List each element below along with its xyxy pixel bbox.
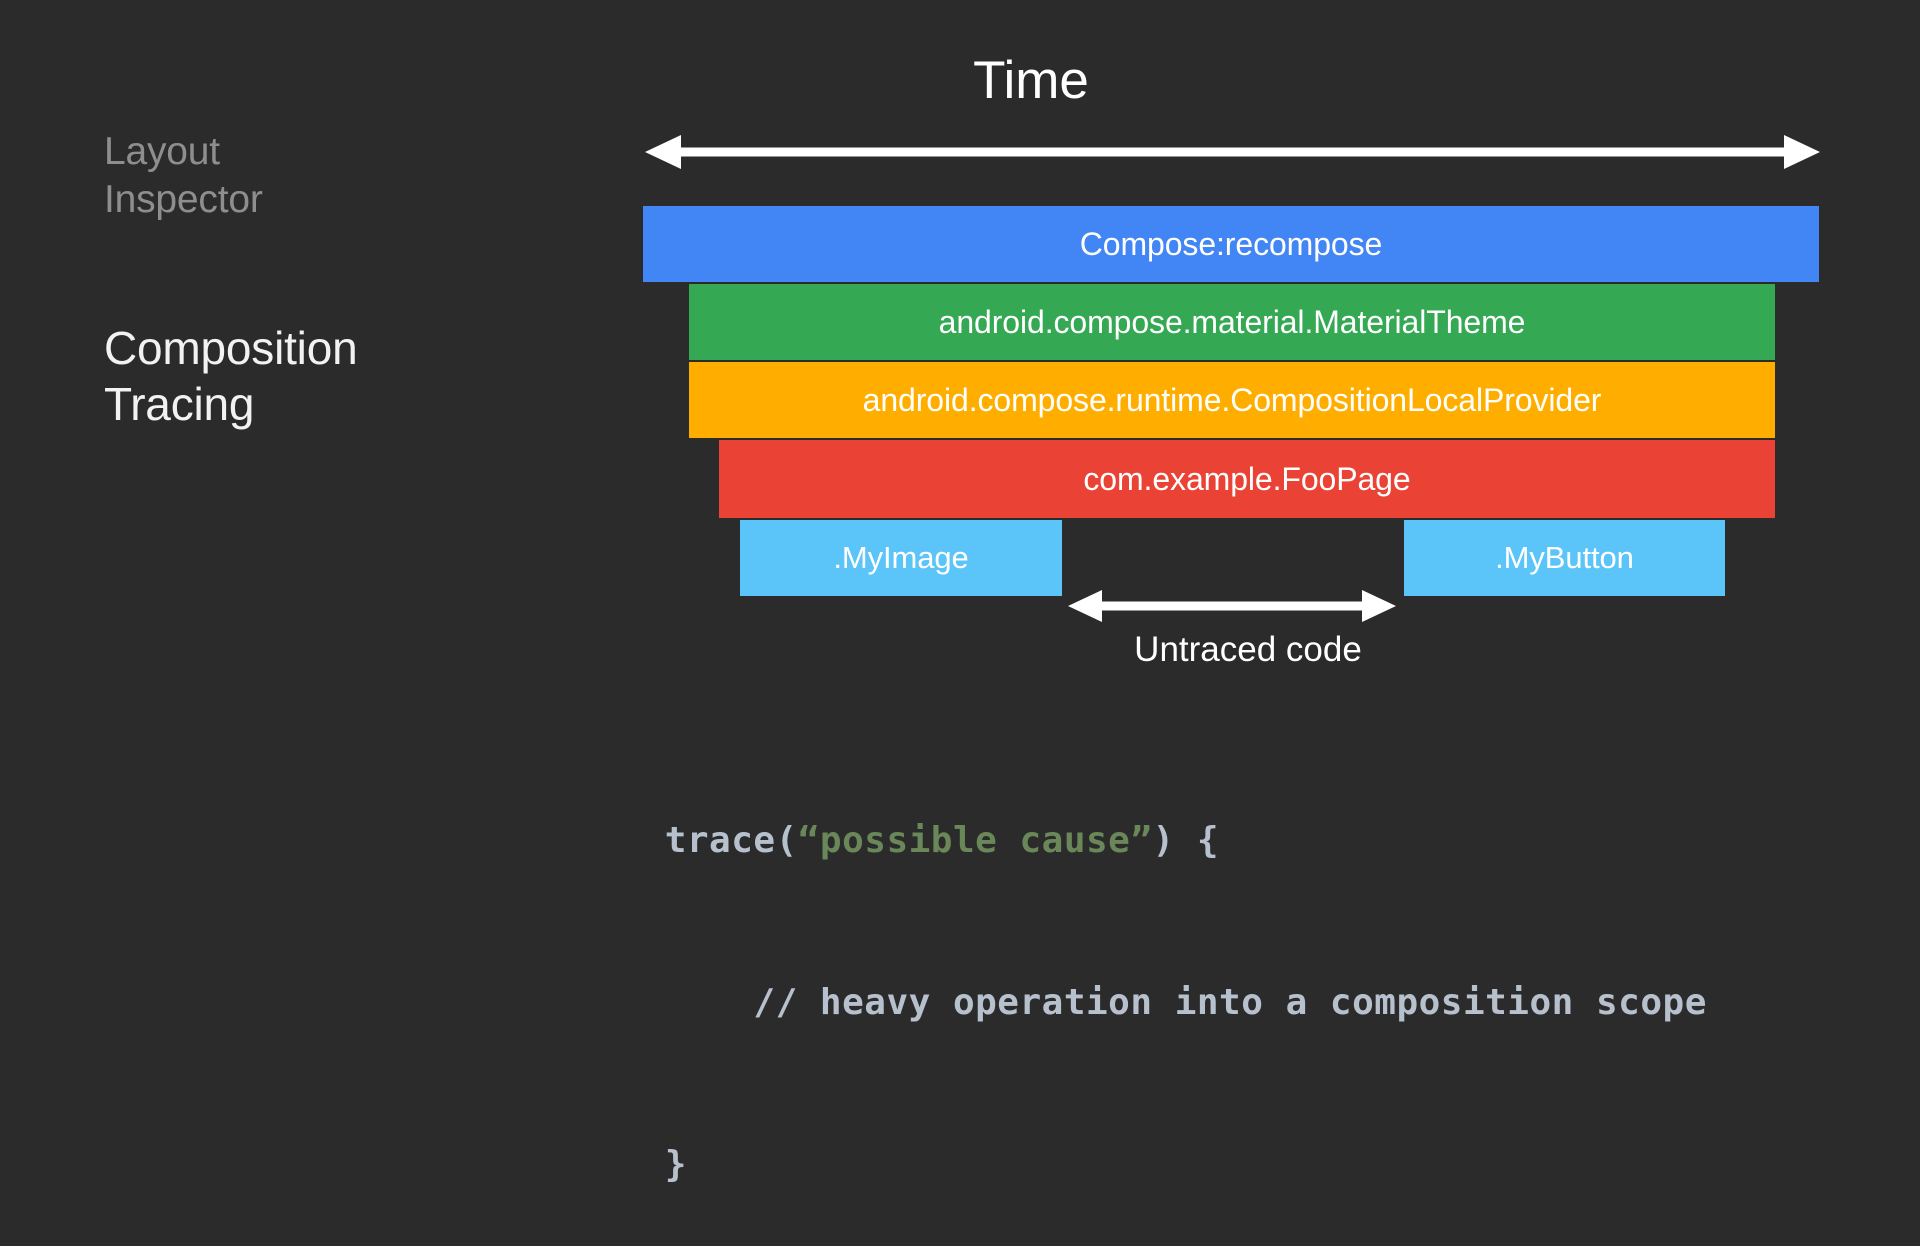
timeline-span-label: .MyButton xyxy=(1495,540,1634,575)
untraced-code-caption: Untraced code xyxy=(1134,630,1362,669)
timeline-span[interactable]: .MyImage xyxy=(740,520,1062,596)
code-line-3-close-brace: } xyxy=(664,1144,687,1185)
timeline-span[interactable]: android.compose.runtime.CompositionLocal… xyxy=(689,362,1775,438)
time-axis-arrow xyxy=(645,135,1820,169)
timeline-span[interactable]: android.compose.material.MaterialTheme xyxy=(689,284,1775,360)
code-string-literal: “possible cause” xyxy=(797,820,1153,861)
timeline-span[interactable]: Compose:recompose xyxy=(643,206,1819,282)
timeline-span-label: com.example.FooPage xyxy=(1083,460,1411,497)
timeline-span[interactable]: .MyButton xyxy=(1404,520,1725,596)
code-trace-call: trace( xyxy=(664,820,798,861)
untraced-code-arrow xyxy=(1068,590,1396,622)
timeline-span-label: .MyImage xyxy=(833,540,969,575)
arrow-shape xyxy=(1068,590,1396,622)
code-line-2-comment: // heavy operation into a composition sc… xyxy=(664,982,1707,1023)
page-title: Time xyxy=(973,51,1089,110)
rail-label-composition-tracing: Composition Tracing xyxy=(104,322,358,431)
timeline-span-label: android.compose.material.MaterialTheme xyxy=(938,303,1526,340)
timeline-span-label: android.compose.runtime.CompositionLocal… xyxy=(862,381,1602,418)
time-axis-arrow-icon xyxy=(645,135,1820,169)
code-snippet: trace(“possible cause”) { // heavy opera… xyxy=(576,760,1707,1246)
code-line-1: trace(“possible cause”) { xyxy=(665,820,1219,861)
code-open-brace: ) { xyxy=(1152,820,1220,861)
rail-label-layout-inspector: Layout Inspector xyxy=(104,130,263,221)
timeline-span-label: Compose:recompose xyxy=(1079,225,1383,262)
slide-canvas: Layout Inspector Composition Tracing Tim… xyxy=(104,51,1820,1185)
arrow-shape xyxy=(645,135,1820,169)
timeline-span[interactable]: com.example.FooPage xyxy=(719,440,1775,518)
untraced-code-arrow-icon xyxy=(1068,590,1396,622)
